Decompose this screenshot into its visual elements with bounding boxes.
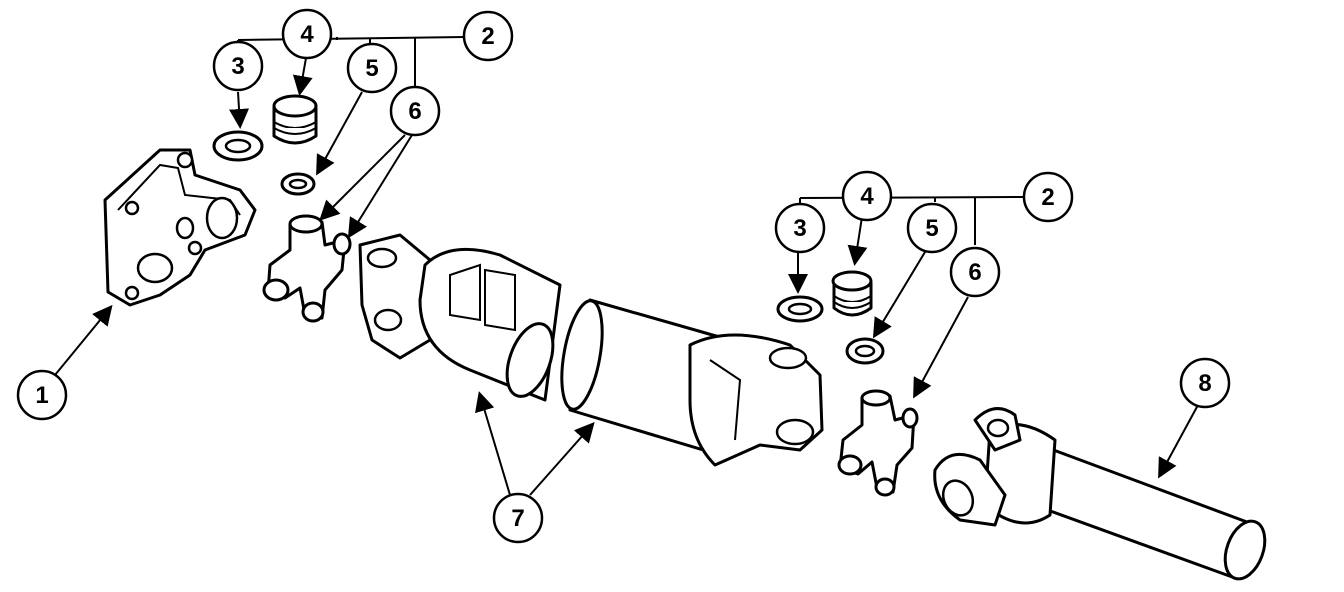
seal-left — [280, 172, 316, 196]
svg-text:2: 2 — [481, 23, 494, 50]
svg-text:5: 5 — [365, 55, 378, 82]
svg-text:2: 2 — [1041, 184, 1054, 211]
callout-4-right: 4 — [841, 170, 893, 222]
svg-text:6: 6 — [968, 259, 981, 286]
svg-text:3: 3 — [231, 53, 244, 80]
svg-text:6: 6 — [408, 98, 421, 125]
svg-text:7: 7 — [511, 505, 524, 532]
callout-1: 1 — [16, 369, 68, 421]
svg-text:1: 1 — [35, 382, 48, 409]
seal-right — [845, 337, 885, 365]
svg-text:4: 4 — [860, 183, 874, 210]
u-joint-spider-right — [837, 389, 919, 497]
svg-text:5: 5 — [925, 215, 938, 242]
svg-text:4: 4 — [300, 21, 314, 48]
bearing-cap-left — [272, 94, 318, 145]
bearing-cap-right — [831, 270, 873, 317]
callout-7: 7 — [492, 492, 544, 544]
callout-8: 8 — [1179, 357, 1231, 409]
callout-6-right: 6 — [949, 246, 1001, 298]
callout-2-left: 2 — [462, 10, 514, 62]
mounting-bracket — [103, 148, 257, 307]
callout-5-right: 5 — [906, 202, 958, 254]
slip-yoke-shaft-front — [358, 233, 562, 402]
snap-ring-right — [776, 295, 824, 323]
driveshaft-tube-rear — [560, 298, 824, 467]
svg-text:3: 3 — [793, 215, 806, 242]
callout-3-right: 3 — [774, 202, 826, 254]
callout-6-left: 6 — [389, 85, 441, 137]
leader-lines — [54, 36, 1199, 496]
callout-4-left: 4 — [281, 8, 333, 60]
callout-3-left: 3 — [212, 40, 264, 92]
callout-2-right: 2 — [1022, 171, 1074, 223]
rear-yoke-shaft — [933, 407, 1267, 581]
svg-text:8: 8 — [1198, 370, 1211, 397]
snap-ring-left — [212, 130, 264, 162]
callout-5-left: 5 — [346, 42, 398, 94]
u-joint-spider-left — [262, 214, 352, 323]
